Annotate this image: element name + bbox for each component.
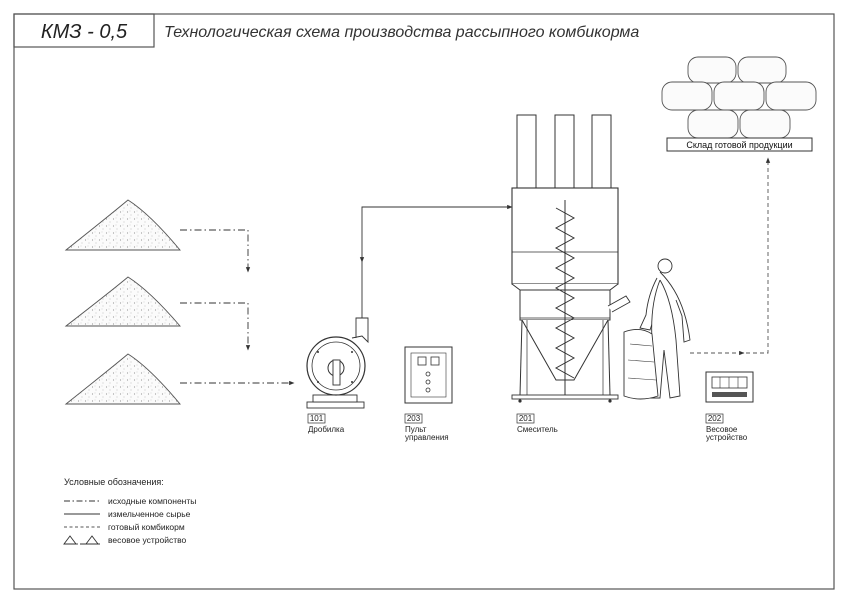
scheme-title: Технологическая схема производства рассы… [164,24,639,41]
raw-pile-1 [64,199,181,251]
legend-symbol-scale [63,535,100,545]
unit-201-id: 201 [519,414,533,423]
warehouse-label-box [666,137,813,152]
unit-202-id: 202 [708,414,722,423]
legend-item-finished: готовый комбикорм [108,522,185,532]
raw-pile-2 [64,276,181,327]
legend-item-scale: весовое устройство [108,535,187,545]
warehouse-label: Склад готовой продукции [686,140,792,150]
unit-203-id: 203 [407,414,421,423]
page-frame [13,13,835,590]
unit-203-name-1: Пульт [405,425,427,434]
warehouse-bags [661,56,817,139]
unit-201-name: Смеситель [517,425,558,434]
finished-feed-line [690,157,771,354]
control-panel-203 [404,346,453,404]
legend-title: Условные обозначения: [64,477,164,487]
legend-item-raw: исходные компоненты [108,496,196,506]
crusher-101 [306,317,369,409]
unit-101-name: Дробилка [308,425,345,434]
raw-pile-3 [64,353,181,405]
mixer-201 [511,114,631,403]
code-box [13,13,155,48]
legend-item-crushed: измельченное сырье [108,509,191,519]
unit-202-name-2: устройство [706,433,748,442]
unit-101-id: 101 [310,414,324,423]
raw-component-lines [180,229,295,386]
scheme-code: КМЗ - 0,5 [41,21,128,43]
legend: Условные обозначения: исходные компонент… [63,477,196,545]
unit-202-name-1: Весовое [706,425,738,434]
crushed-line [361,204,513,318]
scale-202 [705,371,754,403]
unit-203-name-2: управления [405,433,449,442]
unit-labels: 101 Дробилка 203 Пульт управления 201 См… [307,413,748,442]
worker-figure [623,258,691,400]
raw-piles [64,199,181,405]
